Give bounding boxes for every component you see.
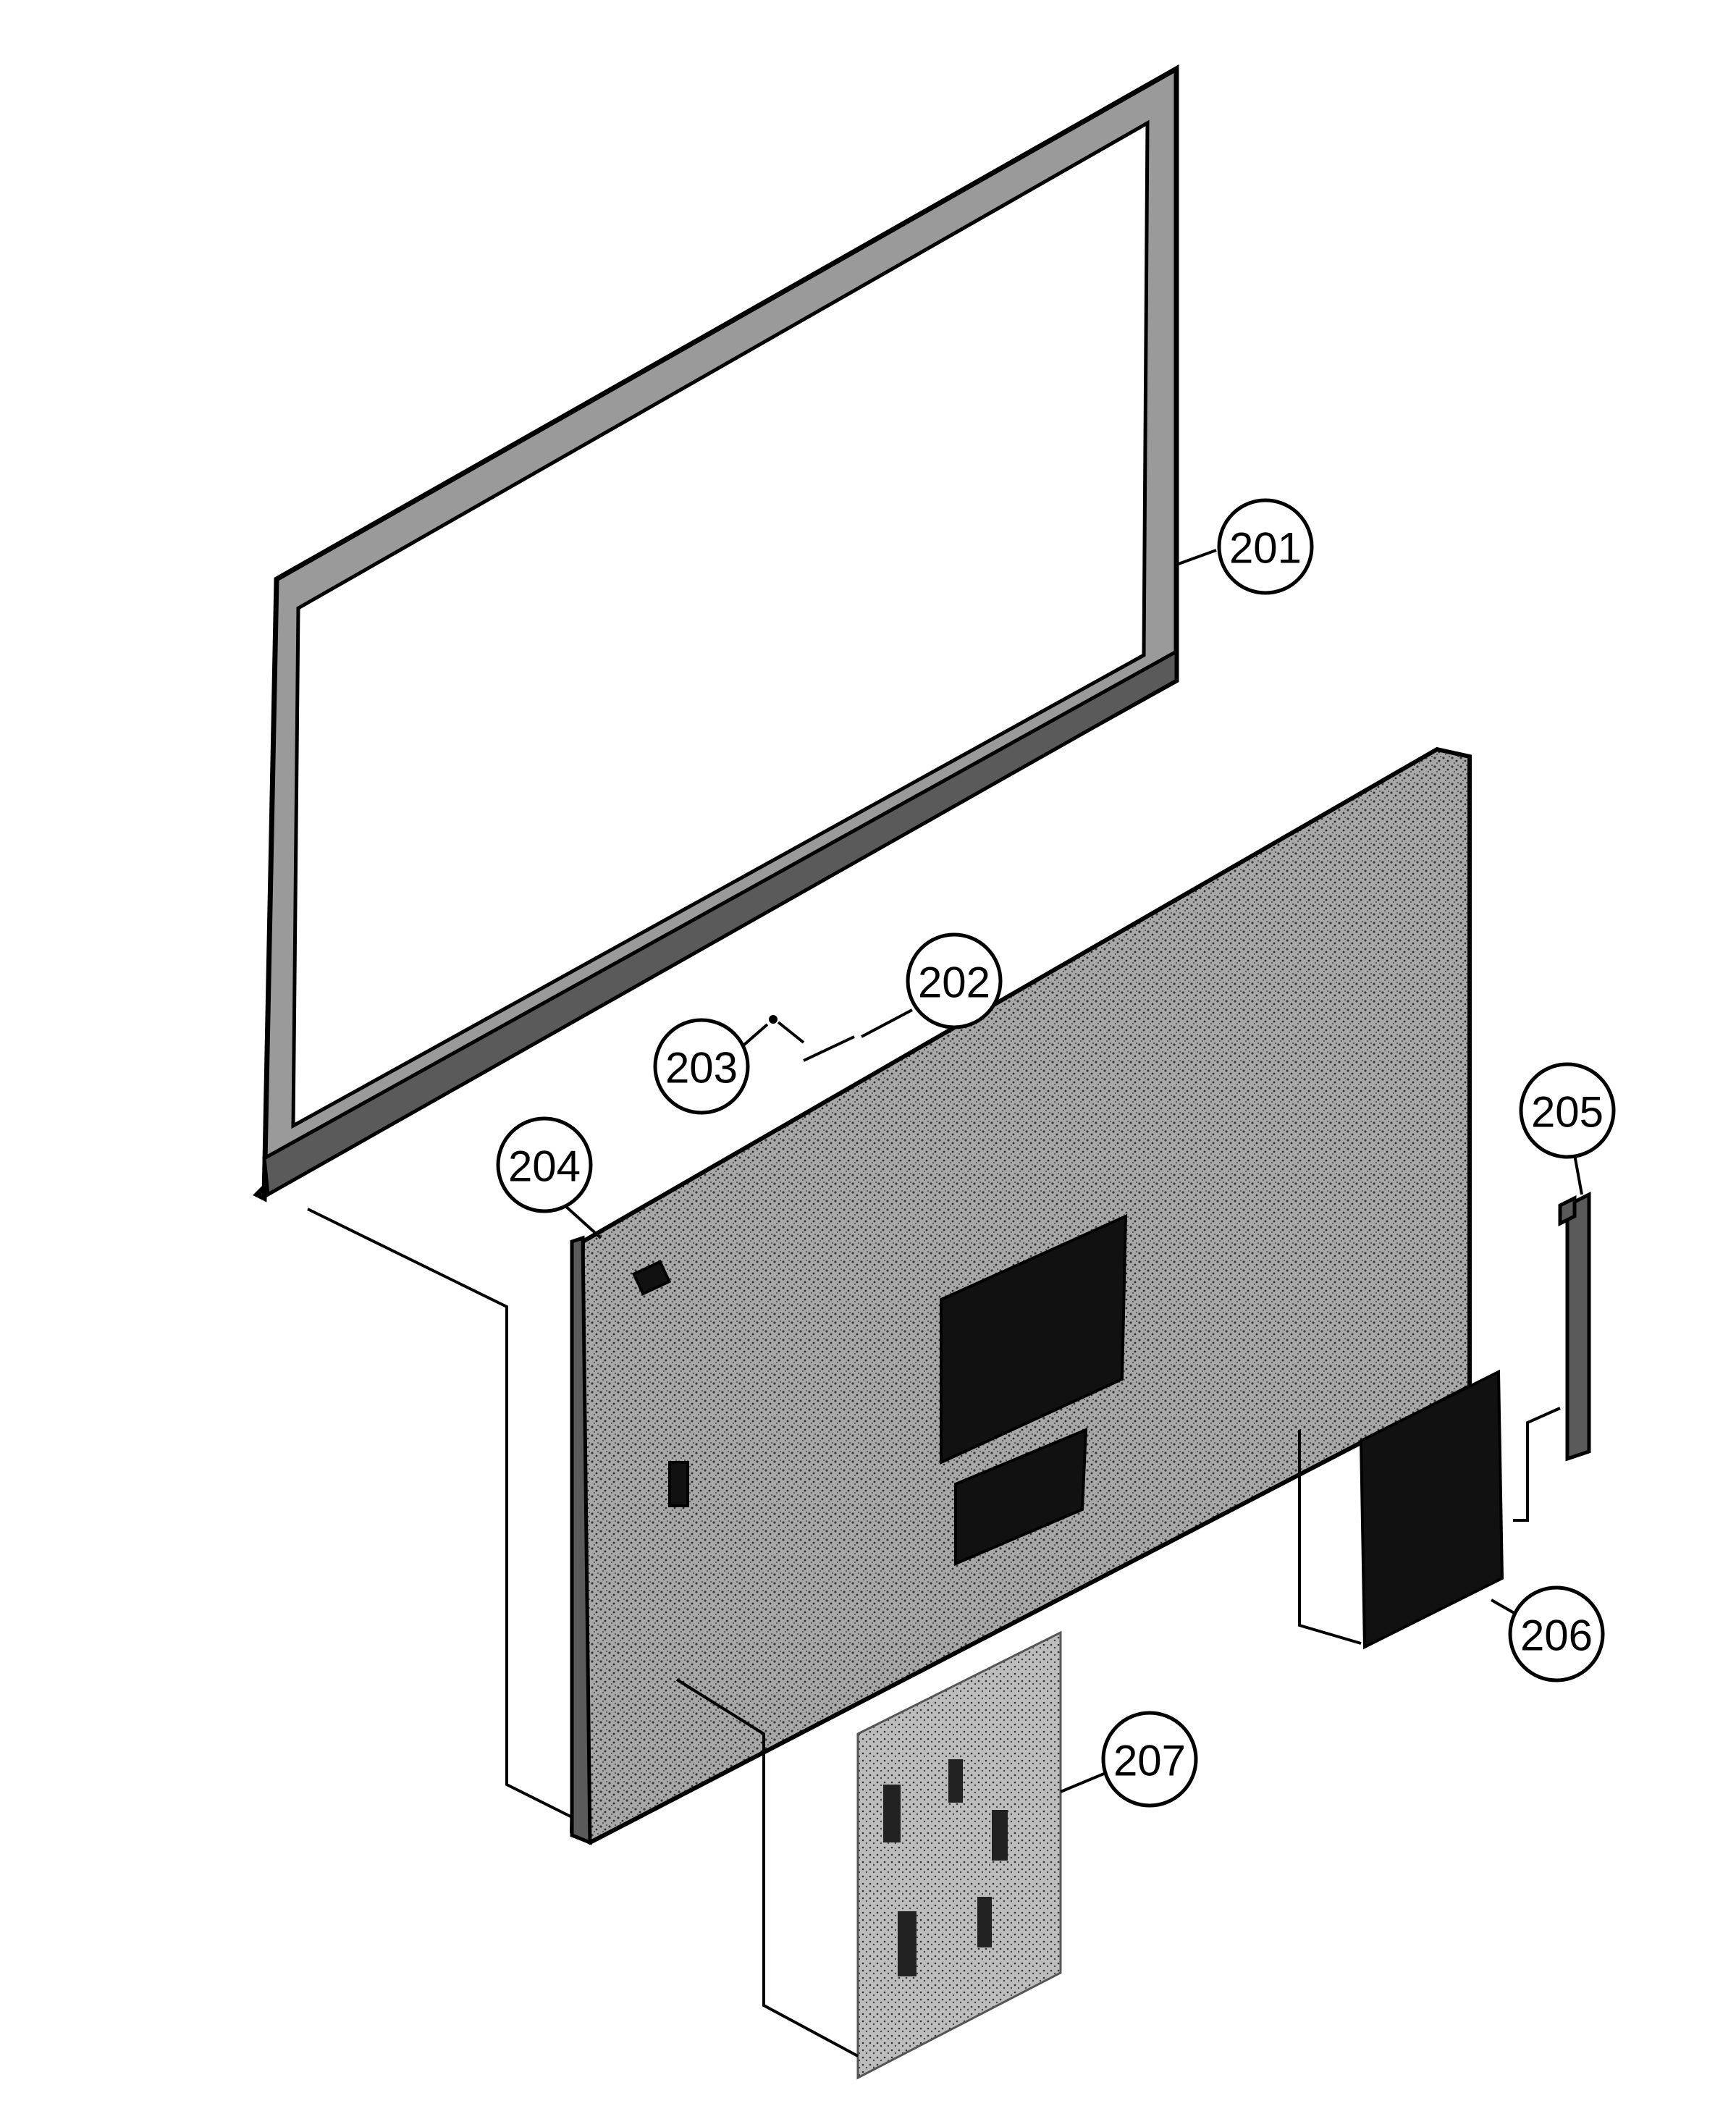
assembly-line-206-205 [1513,1407,1561,1522]
small-parts-202-203 [769,1015,855,1062]
leader-203-202 [777,1021,805,1044]
callout-205: 205 [1519,1062,1616,1159]
main-board [856,1630,1062,2080]
leader-201 [1176,549,1217,566]
leader-205 [1573,1154,1583,1195]
leader-206 [1491,1599,1517,1616]
board-component [977,1897,992,1947]
board-component [898,1911,917,1976]
board-component [883,1785,901,1842]
callout-204: 204 [496,1116,593,1213]
callout-label: 205 [1531,1088,1604,1137]
leader-207 [1060,1772,1105,1793]
callout-207: 207 [1101,1711,1198,1808]
leader-204 [563,1204,602,1239]
board-component [948,1759,963,1803]
callout-label: 206 [1520,1612,1593,1660]
center-module [940,1213,1128,1465]
assembly-lines [307,549,1583,2057]
side-clip [668,1461,689,1507]
assembly-line-bezel-panel [307,1208,573,1819]
corner-clip [631,1260,672,1296]
callout-label: 202 [918,959,990,1007]
power-board [1359,1369,1504,1650]
callout-label: 201 [1229,524,1302,573]
callout-label: 204 [508,1142,581,1191]
assembly-line-panel-board207 [675,1678,859,2057]
assembly-line-panel-board206 [1298,1430,1362,1645]
part-202-sensor [803,1035,855,1062]
side-bracket [1558,1191,1591,1462]
front-bezel-frame [253,64,1179,1202]
callout-label: 207 [1113,1737,1186,1785]
callout-label: 203 [665,1044,738,1092]
part-203-screw [769,1015,778,1024]
lower-module [954,1427,1088,1567]
rear-panel [569,746,1472,1845]
callout-203: 203 [653,1018,750,1115]
callout-201: 201 [1217,498,1314,595]
callout-206: 206 [1508,1585,1605,1682]
leader-202 [861,1008,913,1038]
board-component [992,1810,1008,1861]
callout-202: 202 [906,932,1003,1029]
